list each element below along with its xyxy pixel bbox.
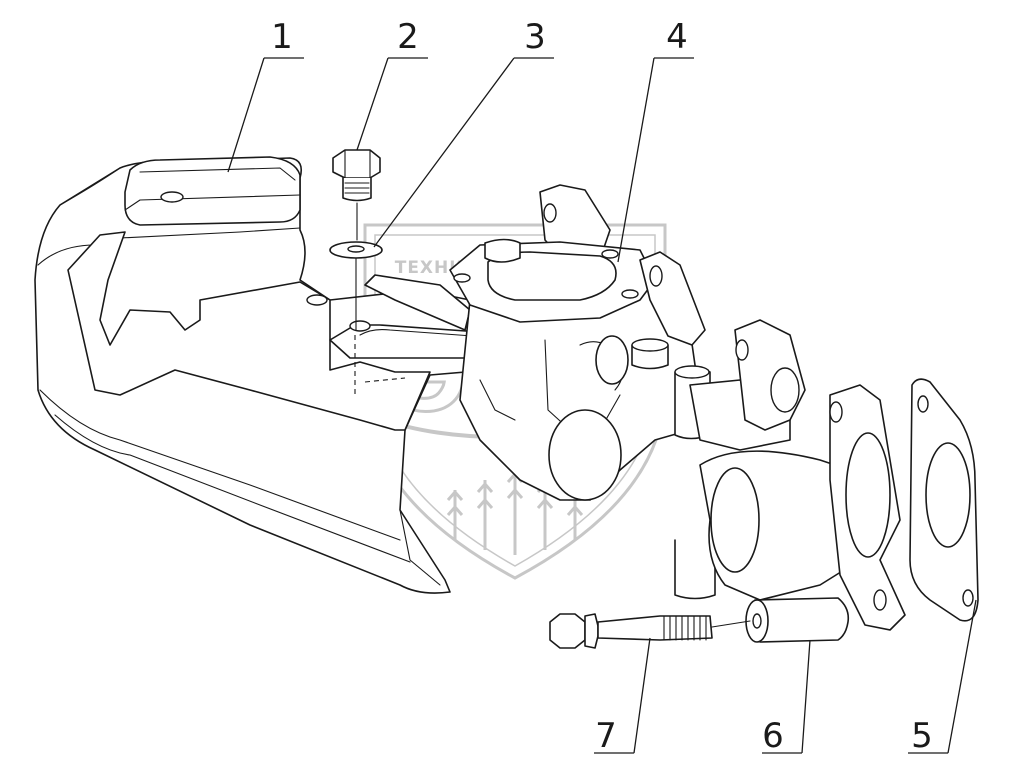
callout-label-2: 2 [397,17,419,57]
flange-bolt-long [549,613,751,649]
leader-3 [373,57,554,248]
leader-7 [594,637,651,754]
spacer-sleeve [745,597,850,643]
callout-label-4: 4 [666,17,688,57]
gasket [909,378,979,622]
callout-leaders [227,57,977,754]
exhaust-manifold [449,184,906,631]
callout-label-1: 1 [271,17,293,57]
callout-label-6: 6 [762,716,784,756]
leader-2 [356,57,428,151]
leader-1 [227,57,304,173]
leader-5 [908,599,977,754]
callout-label-7: 7 [595,716,617,756]
callout-label-5: 5 [911,716,933,756]
leader-6 [762,639,811,754]
bolt-m8 [332,149,381,241]
callout-labels: 1 2 3 4 5 6 7 [271,17,933,756]
callout-label-3: 3 [524,17,546,57]
washer [329,241,383,331]
leader-4 [617,57,694,263]
